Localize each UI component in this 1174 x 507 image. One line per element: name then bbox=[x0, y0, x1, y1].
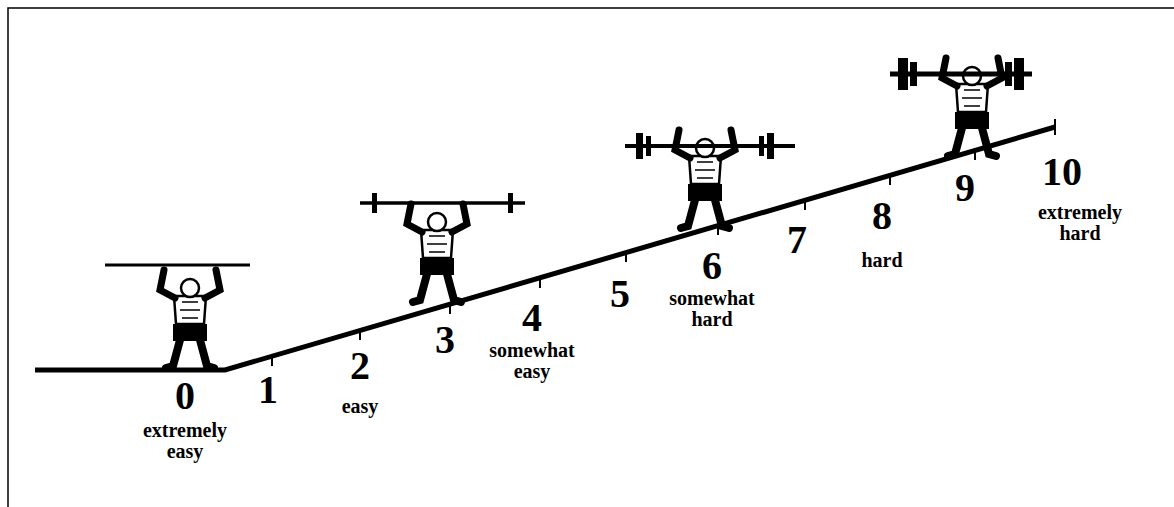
scale-descriptor: somewhat hard bbox=[652, 288, 772, 330]
scale-number: 8 bbox=[872, 196, 892, 236]
scale-number: 10 bbox=[1042, 152, 1082, 192]
scale-descriptor: extremely easy bbox=[125, 420, 245, 462]
scale-number: 0 bbox=[175, 376, 195, 416]
scale-number: 7 bbox=[787, 220, 807, 260]
scale-number: 2 bbox=[350, 346, 370, 386]
scale-descriptor: hard bbox=[822, 250, 942, 271]
scale-number: 6 bbox=[702, 246, 722, 286]
scale-number: 9 bbox=[955, 168, 975, 208]
scale-descriptor: easy bbox=[300, 396, 420, 417]
scale-descriptor: extremely hard bbox=[1020, 202, 1140, 244]
scale-number: 3 bbox=[435, 320, 455, 360]
scale-number: 4 bbox=[522, 298, 542, 338]
scale-descriptor: somewhat easy bbox=[472, 340, 592, 382]
scale-number: 5 bbox=[610, 274, 630, 314]
scale-number: 1 bbox=[258, 370, 278, 410]
